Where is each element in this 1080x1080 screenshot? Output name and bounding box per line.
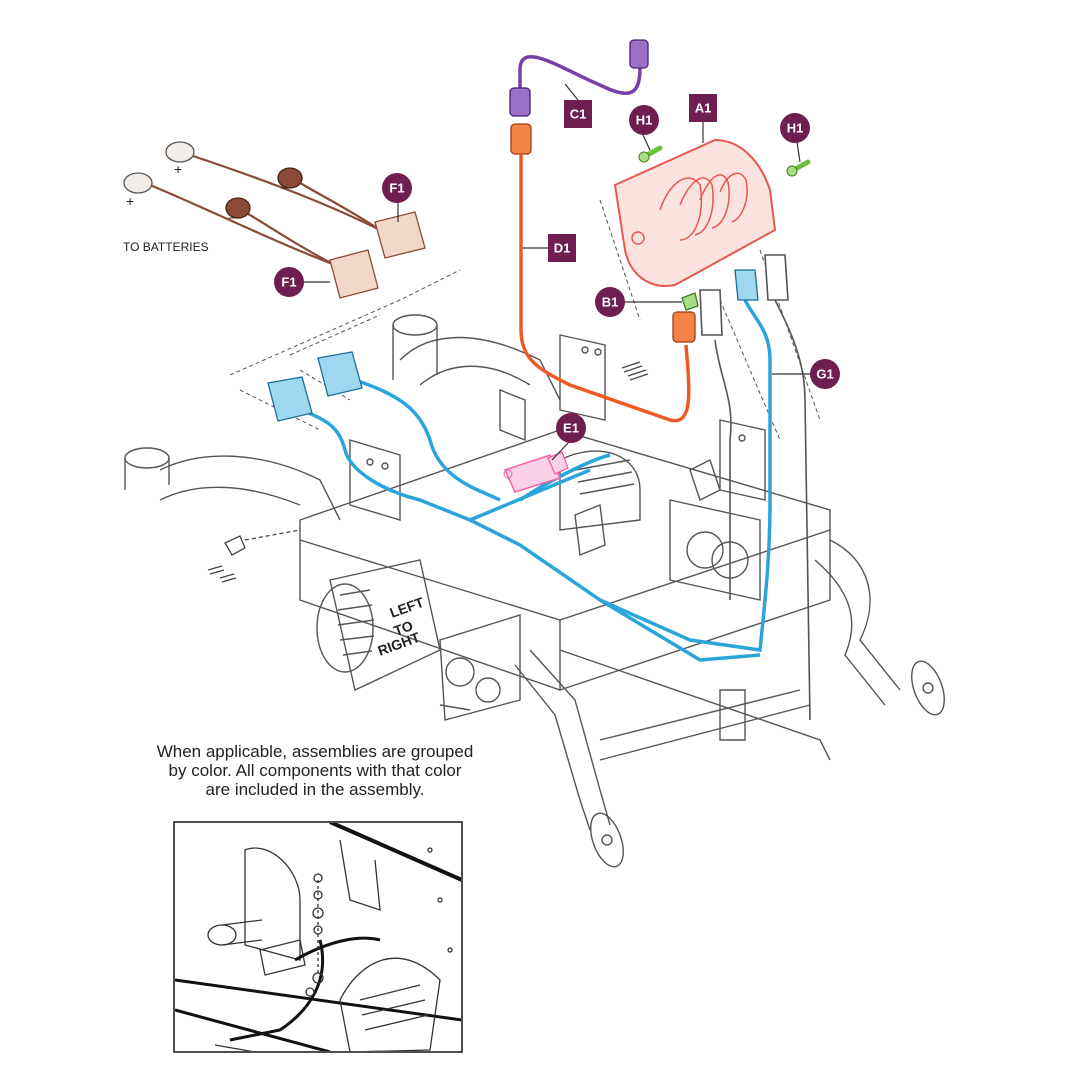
part-e1: [503, 451, 569, 493]
svg-text:F1: F1: [389, 181, 404, 196]
controller-cables: [699, 254, 811, 721]
battery-connectors-blue: [267, 269, 759, 422]
motor-label-line1: LEFT: [388, 594, 427, 621]
chassis-frame: [124, 314, 901, 831]
cable-d1: [510, 123, 696, 423]
callout-b1: B1: [595, 287, 625, 317]
callout-e1: E1: [556, 413, 586, 443]
note-line-2: by color. All components with that color: [168, 761, 462, 780]
part-b1: [681, 292, 699, 311]
callout-f1-top: F1: [382, 173, 412, 203]
svg-text:F1: F1: [281, 275, 296, 290]
assembly-color-note: When applicable, assemblies are grouped …: [130, 742, 500, 799]
cable-c1: [509, 39, 649, 117]
callout-a1: A1: [689, 94, 717, 122]
controller-module-a1: [613, 138, 777, 287]
cable-g1: [299, 299, 772, 662]
inset-detail: [173, 821, 463, 1053]
battery-leads-f1: [123, 141, 426, 299]
callout-d1: D1: [548, 234, 576, 262]
screw-h1-left: [638, 145, 663, 163]
note-line-3: are included in the assembly.: [205, 780, 425, 799]
svg-text:C1: C1: [570, 107, 587, 122]
callout-g1: G1: [810, 359, 840, 389]
minus-sign-bottom: −: [228, 211, 235, 225]
svg-text:G1: G1: [816, 367, 833, 382]
screws-center: [621, 361, 649, 381]
motor-label-line2: TO: [392, 617, 416, 639]
left-motor: [316, 559, 521, 721]
plus-sign-top: +: [174, 161, 182, 177]
svg-text:E1: E1: [563, 421, 579, 436]
svg-text:H1: H1: [787, 121, 804, 136]
plus-sign-bottom: +: [126, 193, 134, 209]
callout-leaders: [304, 83, 810, 461]
callout-c1: C1: [564, 100, 592, 128]
screw-h1-right: [786, 159, 811, 177]
caster-front: [590, 812, 624, 868]
screws-left: [207, 529, 301, 583]
callout-f1-bottom: F1: [274, 267, 304, 297]
svg-text:H1: H1: [636, 113, 653, 128]
callout-h1-left: H1: [629, 105, 659, 135]
svg-text:D1: D1: [554, 241, 571, 256]
note-line-1: When applicable, assemblies are grouped: [156, 742, 474, 761]
minus-sign-top: −: [280, 181, 287, 195]
svg-text:A1: A1: [695, 101, 712, 116]
callout-h1-right: H1: [780, 113, 810, 143]
battery-label: TO BATTERIES: [123, 240, 209, 254]
svg-text:B1: B1: [602, 295, 619, 310]
caster-rear: [911, 660, 945, 716]
